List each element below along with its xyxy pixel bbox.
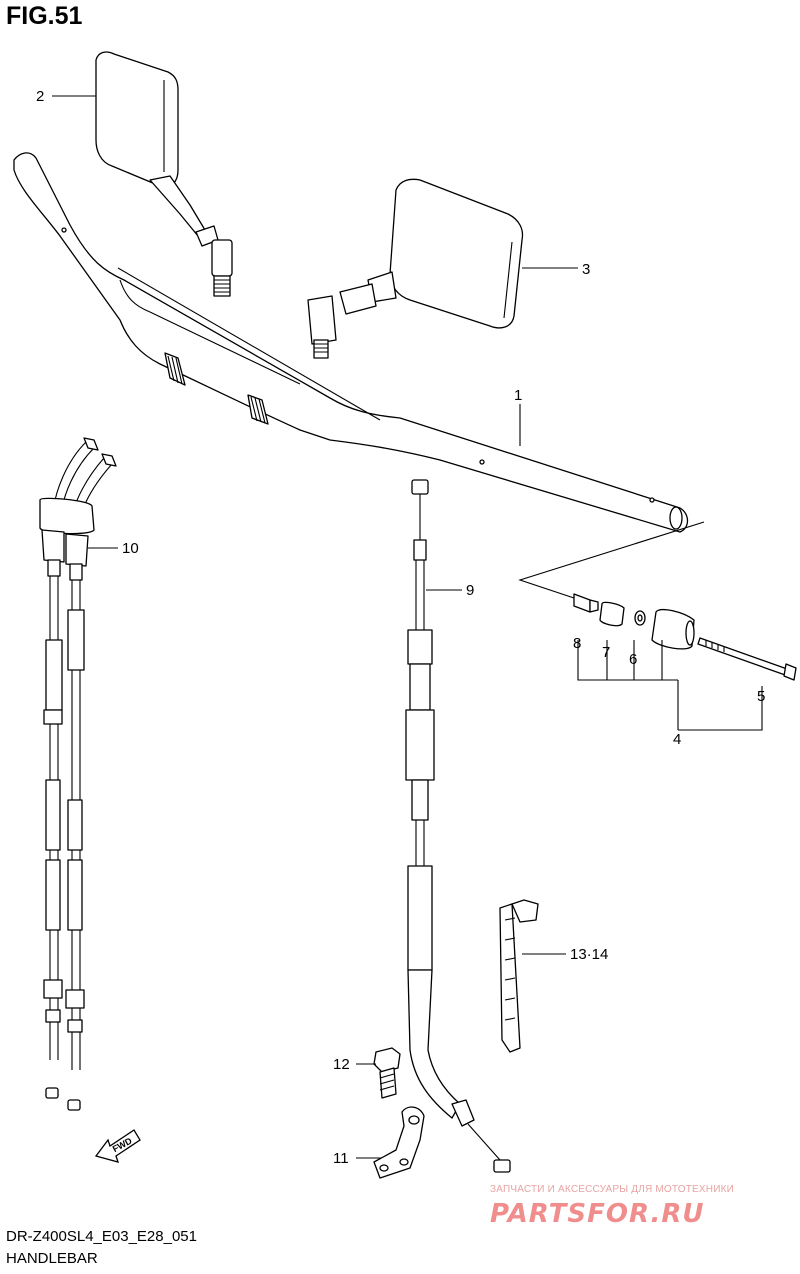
section-name: HANDLEBAR (6, 1250, 98, 1267)
callout-13-14: 13·14 (570, 946, 608, 963)
callout-4: 4 (673, 731, 681, 748)
callout-5: 5 (757, 688, 765, 705)
bar-end-collar[interactable] (599, 601, 625, 627)
knurl-band-right (247, 394, 269, 425)
callout-7: 7 (602, 644, 610, 661)
cable-guide[interactable] (373, 1106, 425, 1179)
watermark-tagline: ЗАПЧАСТИ И АКСЕССУАРЫ ДЛЯ МОТОТЕХНИКИ (490, 1184, 734, 1195)
bar-end-bolt[interactable] (573, 593, 599, 613)
callout-8: 8 (573, 635, 581, 652)
knurl-band-left (164, 352, 186, 386)
callout-11: 11 (333, 1150, 349, 1167)
callout-9: 9 (466, 582, 474, 599)
mirror-left[interactable] (95, 51, 233, 297)
bolt[interactable] (373, 1047, 401, 1099)
clutch-cable[interactable] (405, 479, 511, 1173)
callout-6: 6 (629, 651, 637, 668)
handlebar[interactable] (13, 152, 689, 533)
model-code: DR-Z400SL4_E03_E28_051 (6, 1228, 197, 1245)
callout-1: 1 (514, 387, 522, 404)
leader-lines (52, 95, 763, 1159)
bar-end-washer[interactable] (634, 610, 646, 626)
mirror-right[interactable] (307, 178, 524, 359)
watermark-site: PARTSFOR.RU (490, 1199, 704, 1229)
throttle-cable-assembly[interactable] (39, 437, 117, 1111)
callout-12: 12 (333, 1056, 350, 1073)
callout-10: 10 (122, 540, 139, 557)
bar-end-screw[interactable] (697, 637, 797, 681)
bar-end-weight[interactable] (651, 608, 695, 650)
figure-title: FIG.51 (6, 2, 83, 30)
callout-2: 2 (36, 88, 44, 105)
fwd-arrow-icon: FWD (94, 1129, 141, 1163)
cable-tie[interactable] (499, 899, 539, 1053)
callout-3: 3 (582, 261, 590, 278)
